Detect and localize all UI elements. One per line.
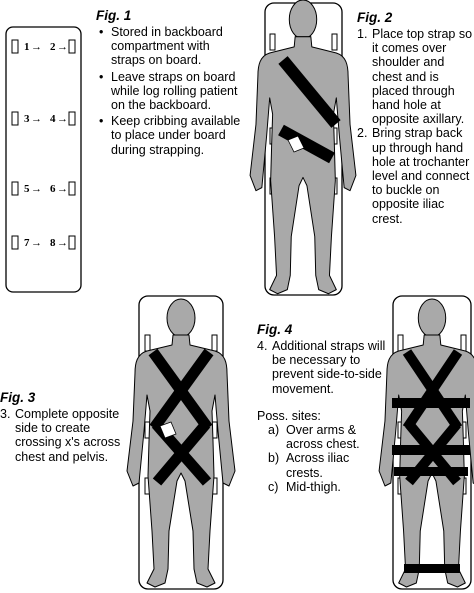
fig4-strap-iliac-crests	[392, 445, 470, 455]
fig3-strapping-diagram	[126, 295, 236, 590]
fig1-bullet: Keep cribbing available to place under b…	[99, 114, 246, 157]
svg-text:→: →	[31, 237, 42, 249]
svg-text:→: →	[57, 41, 68, 53]
fig4-title: Fig. 4	[257, 322, 293, 337]
fig3-strap-pelvis-b	[152, 420, 211, 486]
fig2-buckle	[287, 135, 305, 153]
fig2-caption: Fig. 2 1.Place top strap so it comes ove…	[357, 10, 473, 226]
fig3-step: 3.Complete opposite side to create cross…	[0, 407, 121, 464]
fig4-site: b)Across iliac crests.	[268, 451, 350, 480]
fig3-strap-chest-b	[149, 348, 214, 432]
svg-text:→: →	[31, 113, 42, 125]
strap-label-7: 7	[24, 237, 30, 249]
fig4-site: a)Over arms & across chest.	[268, 423, 360, 452]
fig4-caption: Fig. 4 4.Additional straps will be neces…	[257, 322, 387, 494]
strap-label-4: 4	[50, 113, 56, 125]
fig4-site: c)Mid-thigh.	[268, 479, 341, 494]
fig4-step-list: 4.Additional straps will be necessary to…	[257, 339, 387, 396]
strap-label-5: 5	[24, 183, 30, 195]
fig4-strap-iliac-lower	[394, 467, 468, 476]
fig4-sites-list: a)Over arms & across chest. b)Across ili…	[257, 423, 387, 494]
svg-text:→: →	[57, 113, 68, 125]
fig1-bullet: Leave straps on board while log rolling …	[99, 70, 246, 113]
fig1-backboard-diagram: 1 → 2 → 3 → 4 → 5 → 6 → 7 → 8 →	[5, 26, 82, 293]
fig2-strap-pelvis	[278, 124, 335, 164]
fig1-caption: Fig. 1 Stored in backboard compartment w…	[96, 8, 246, 159]
fig3-buckle	[159, 421, 177, 439]
strap-label-1: 1	[24, 41, 30, 53]
svg-text:→: →	[31, 183, 42, 195]
fig3-step-list: 3.Complete opposite side to create cross…	[0, 407, 128, 464]
fig4-step: 4.Additional straps will be necessary to…	[257, 339, 386, 396]
strap-label-8: 8	[50, 237, 56, 249]
svg-text:→: →	[31, 41, 42, 53]
fig1-backboard	[5, 26, 82, 293]
fig4-sites-heading: Poss. sites:	[257, 408, 321, 423]
fig4-strapping-diagram	[378, 295, 474, 590]
fig2-step-list: 1.Place top strap so it comes over shoul…	[357, 27, 473, 226]
fig2-strapping-diagram	[249, 0, 357, 296]
strap-label-2: 2	[50, 41, 56, 53]
fig3-caption: Fig. 3 3.Complete opposite side to creat…	[0, 390, 128, 464]
fig1-bullet: Stored in backboard compartment with str…	[99, 25, 246, 68]
fig2-title: Fig. 2	[357, 10, 393, 25]
strap-label-3: 3	[24, 113, 30, 125]
fig1-bullet-list: Stored in backboard compartment with str…	[96, 25, 246, 157]
strap-label-6: 6	[50, 183, 56, 195]
fig3-title: Fig. 3	[0, 390, 36, 405]
svg-text:→: →	[57, 183, 68, 195]
fig2-step: 1.Place top strap so it comes over shoul…	[357, 27, 473, 127]
svg-text:→: →	[57, 237, 68, 249]
fig4-strap-over-arms	[392, 398, 470, 408]
fig2-strap-chest	[278, 56, 341, 128]
fig2-step: 2.Bring strap back up through hand hole …	[357, 126, 470, 226]
fig4-strap-mid-thigh	[404, 564, 460, 573]
fig1-title: Fig. 1	[96, 8, 132, 23]
